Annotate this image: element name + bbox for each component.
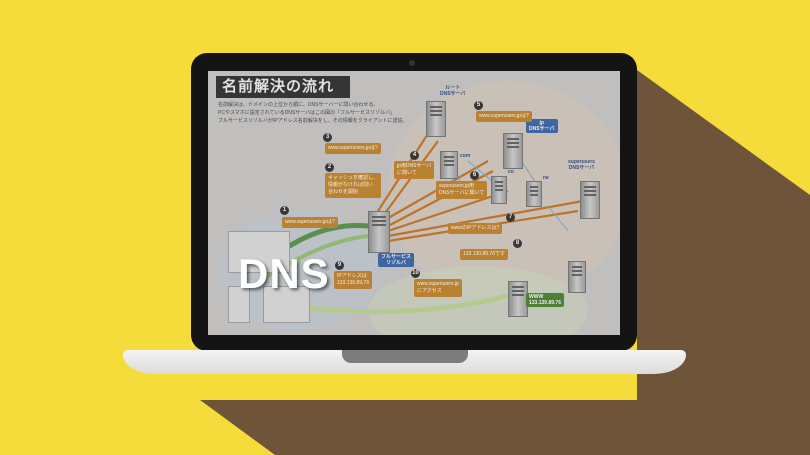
ne-label: ne — [543, 175, 549, 181]
step-number-6: 6 — [470, 171, 479, 180]
step-number-1: 1 — [280, 206, 289, 215]
callout-step-2: キャッシュを確認し、情報がなければ問い合わせを開始 — [325, 173, 382, 198]
callout-step-1: www.superusers.jpは? — [282, 217, 338, 228]
jp-dns-server-icon — [503, 133, 523, 169]
client-phone-icon — [228, 286, 250, 323]
camera-icon — [409, 60, 415, 66]
co-label: co — [508, 169, 514, 175]
callout-step-8: 133.130.89.76です — [460, 249, 508, 260]
superusers-dns-server-icon — [580, 181, 600, 219]
callout-step-4: jp用DNSサーバに聞いて — [394, 161, 435, 179]
client-monitor-icon — [263, 286, 310, 323]
laptop-base-notch — [342, 350, 468, 363]
resolver-label: フルサービスリゾルバ — [378, 253, 415, 267]
step-number-9: 9 — [335, 261, 344, 270]
client-pc-icon — [228, 231, 290, 273]
laptop-base — [123, 350, 686, 374]
slide-intro: 名前解決は、ドメインの上位から順に、DNSサーバーに問い合わせる。 PCやスマホ… — [218, 101, 458, 125]
com-server-icon — [440, 151, 458, 179]
step-number-7: 7 — [506, 213, 515, 222]
step-number-5: 5 — [474, 101, 483, 110]
intro-line: フルサービスリゾルバがIPアドレス名前解決をし、その情報をクライアントに送信。 — [218, 118, 408, 124]
dns-overlay-title: DNS — [238, 250, 330, 297]
slide-title: 名前解決の流れ — [216, 76, 350, 98]
step-number-2: 2 — [325, 163, 334, 172]
laptop-screen: 名前解決の流れ 名前解決は、ドメインの上位から順に、DNSサーバーに問い合わせる… — [208, 71, 620, 335]
step-number-10: 10 — [411, 269, 420, 278]
step-number-4: 4 — [410, 151, 419, 160]
callout-step-5: www.superusers.jpは? — [476, 111, 532, 122]
callout-step-7: wwwのIPアドレスは? — [448, 223, 503, 234]
intro-line: PCやスマホに設定されているDNSサーバはこの図の「フルサービスリゾルバ」 — [218, 110, 396, 116]
com-label: com — [460, 153, 471, 159]
callout-step-3: www.superusers.jpは? — [325, 143, 381, 154]
ne-server-icon — [526, 181, 542, 207]
step-number-3: 3 — [323, 133, 332, 142]
step-number-8: 8 — [513, 239, 522, 248]
web-server-icon — [568, 261, 586, 293]
root-dns-server-icon — [426, 101, 446, 137]
full-service-resolver-icon — [368, 211, 390, 253]
screen-dim-overlay — [208, 71, 620, 335]
laptop-lid: 名前解決の流れ 名前解決は、ドメインの上位から順に、DNSサーバーに問い合わせる… — [191, 53, 637, 351]
intro-line: 名前解決は、ドメインの上位から順に、DNSサーバーに問い合わせる。 — [218, 102, 379, 108]
co-server-icon — [491, 176, 507, 204]
